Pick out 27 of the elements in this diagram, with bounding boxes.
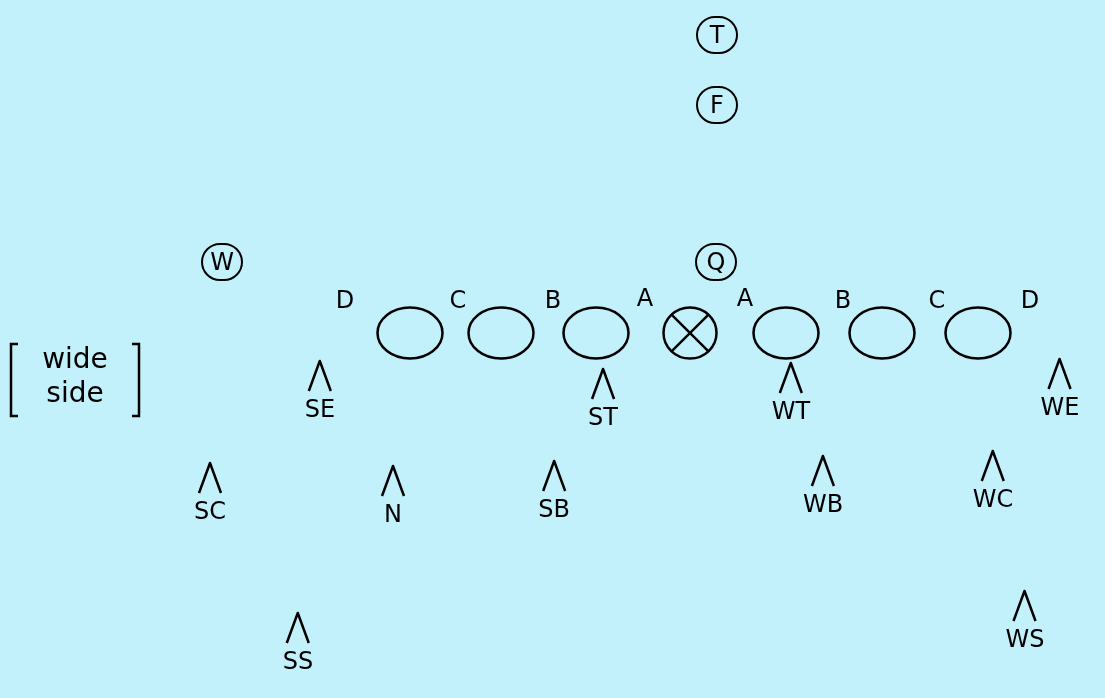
lineman-oval (376, 306, 444, 360)
gap-letter: B (544, 288, 562, 312)
gap-letter: C (928, 288, 946, 312)
defender-label: SS (282, 649, 314, 673)
defender-label: SB (538, 497, 570, 521)
center-crossed-circle (662, 306, 718, 360)
defender-label: WC (972, 487, 1014, 511)
defender-label: WE (1040, 395, 1080, 419)
lineman-oval (562, 306, 630, 360)
defender-label: SE (304, 397, 336, 421)
lineman-oval (467, 306, 535, 360)
gap-letter: A (736, 286, 754, 310)
lineman-oval (752, 306, 820, 360)
gap-letter: D (1020, 288, 1040, 312)
gap-letter: B (834, 288, 852, 312)
defender-label: N (384, 502, 402, 526)
lineman-oval (848, 306, 916, 360)
lineman-oval (944, 306, 1012, 360)
gap-letter: C (449, 288, 467, 312)
defender-label: SC (194, 499, 226, 523)
defender-label: WT (771, 399, 811, 423)
gap-letter: A (636, 286, 654, 310)
side-label: wide side (41, 342, 109, 411)
defender-label: WB (802, 492, 844, 516)
defender-label: ST (588, 405, 618, 429)
defender-label: WS (1005, 627, 1045, 651)
gap-letter: D (335, 288, 355, 312)
